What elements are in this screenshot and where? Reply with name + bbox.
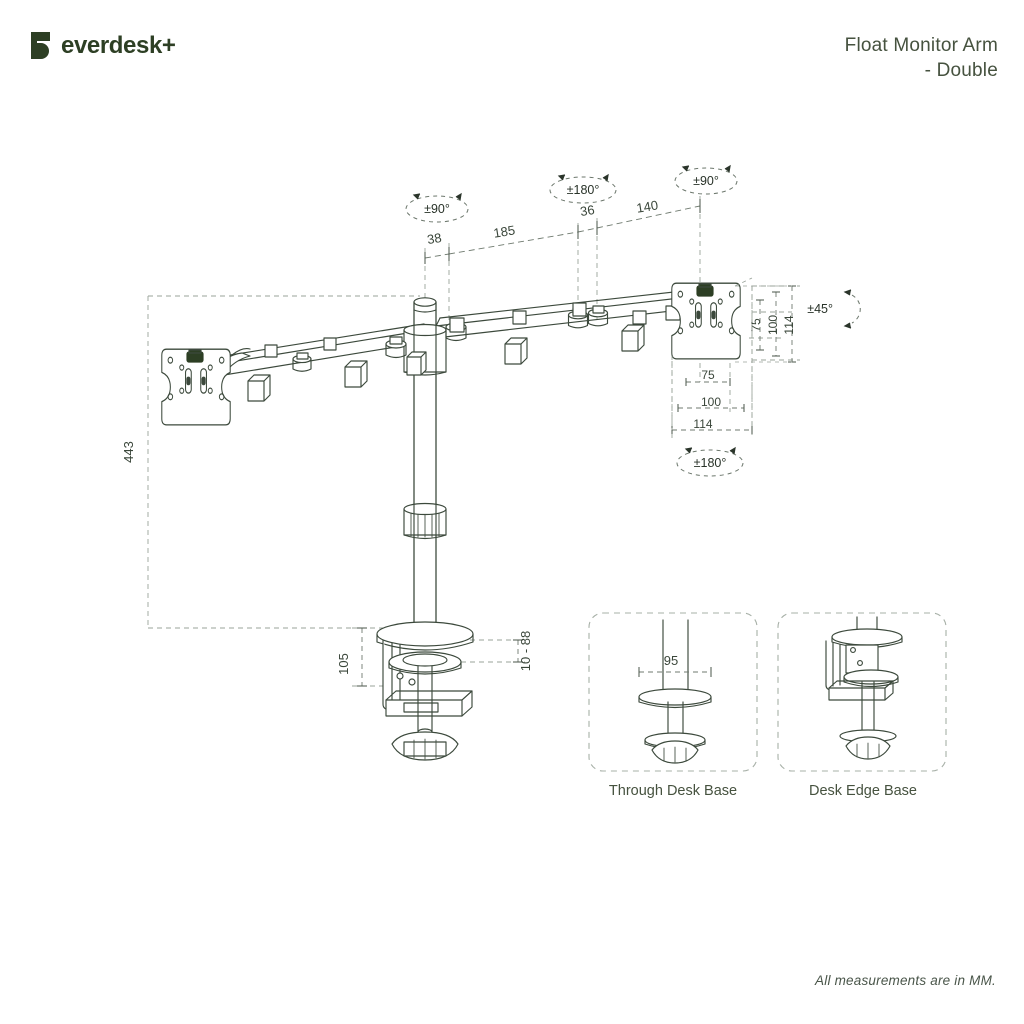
detail-label-through-desk-base: Through Desk Base (609, 783, 737, 799)
callout-rotation-right-monitor: ±180° (676, 446, 744, 477)
clamp-dimensions: 105 10 - 88 (336, 627, 533, 687)
rotation-callouts: ±90° ±180° ±90° ±45° (405, 164, 861, 477)
dimension-vesa-v-100: 100 (766, 315, 780, 335)
callout-rotation-right-arm: ±90° (674, 164, 738, 195)
vesa-dimensions-right: 75 100 114 75 100 114 (671, 277, 796, 434)
dimension-36: 36 (579, 202, 596, 219)
top-dimension-chain: 38 185 36 140 (424, 197, 701, 264)
measurement-units-note: All measurements are in MM. (815, 973, 996, 988)
callout-rotation-left-arm: ±90° (405, 192, 469, 223)
callout-label-tilt-right: ±45° (807, 302, 833, 316)
callout-tilt-right-monitor: ±45° (807, 289, 861, 329)
detail-box-desk-edge-base: Desk Edge Base (777, 612, 947, 799)
page-title-line-2: - Double (924, 60, 998, 82)
dimension-vesa-h-100: 100 (701, 395, 721, 409)
monitor-arm-assembly (161, 282, 741, 761)
dimension-vesa-h-75: 75 (701, 368, 715, 382)
dimension-140: 140 (635, 197, 659, 215)
cable-clips (247, 302, 647, 402)
arm-joints (292, 295, 710, 372)
left-monitor-mount (161, 348, 251, 426)
dimension-38: 38 (426, 230, 443, 247)
callout-label-rotation-center: ±180° (567, 183, 600, 197)
callout-rotation-center: ±180° (549, 173, 617, 204)
right-monitor-mount (665, 282, 741, 360)
dimension-vesa-v-75: 75 (749, 318, 763, 332)
desk-clamp (376, 621, 474, 761)
page-title: Float Monitor Arm - Double (845, 33, 998, 83)
callout-label-rotation-right: ±90° (693, 174, 719, 188)
dimension-95: 95 (664, 653, 678, 668)
everdesk-logo-icon (28, 30, 54, 62)
dimension-105: 105 (336, 653, 351, 675)
brand-logo: everdesk+ (28, 30, 176, 62)
callout-label-rotation-right-monitor: ±180° (694, 456, 727, 470)
dimension-vesa-v-114: 114 (782, 315, 796, 334)
detail-box-through-desk-base: 95 Through Desk Base (588, 612, 758, 799)
callout-label-rotation-left: ±90° (424, 202, 450, 216)
dimension-vesa-h-114: 114 (693, 417, 712, 431)
dimension-185: 185 (492, 222, 516, 240)
detail-label-desk-edge-base: Desk Edge Base (809, 783, 917, 799)
page-title-line-1: Float Monitor Arm (844, 35, 998, 56)
dimension-desk-thickness: 10 - 88 (518, 631, 533, 671)
brand-name: everdesk+ (61, 32, 176, 59)
overall-height-dimension: 443 (121, 441, 136, 463)
dimension-443: 443 (121, 441, 136, 463)
